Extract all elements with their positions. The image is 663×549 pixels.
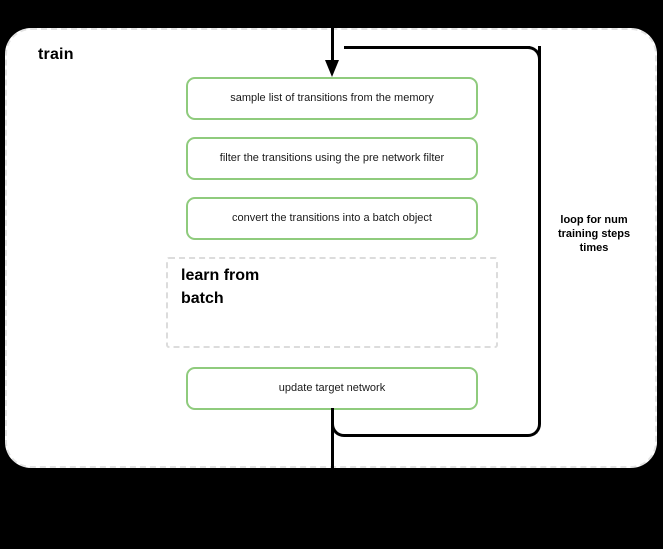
loop-corner-bottom-right: [526, 422, 541, 437]
loop-bottom-connector: [344, 434, 528, 437]
arrow-down-icon: [325, 60, 339, 77]
learn-from-batch-title: learn from batch: [181, 265, 341, 310]
learn-from-batch-subgroup: [166, 257, 498, 348]
node-label: sample list of transitions from the memo…: [230, 91, 434, 104]
train-group-title: train: [38, 46, 74, 63]
loop-label-line-2: training steps: [557, 228, 631, 241]
node-label: filter the transitions using the pre net…: [219, 151, 445, 164]
subgroup-title-line-2: batch: [181, 289, 224, 307]
loop-right-connector: [538, 46, 541, 422]
exit-connector-line: [331, 408, 334, 469]
entry-connector-line: [331, 0, 334, 62]
node-sample-list-of-transitions[interactable]: sample list of transitions from the memo…: [186, 77, 478, 120]
node-convert-to-batch[interactable]: convert the transitions into a batch obj…: [186, 197, 478, 240]
subgroup-title-line-1: learn from: [181, 267, 260, 284]
node-update-target-network[interactable]: update target network: [186, 367, 478, 410]
loop-top-connector: [344, 46, 530, 49]
loop-label-line-1: loop for num: [560, 214, 628, 226]
loop-label-line-3: times: [579, 242, 609, 255]
loop-label: loop for num training steps times: [539, 213, 649, 255]
node-label: convert the transitions into a batch obj…: [232, 211, 432, 224]
node-label: update target network: [278, 381, 386, 394]
node-filter-transitions[interactable]: filter the transitions using the pre net…: [186, 137, 478, 180]
